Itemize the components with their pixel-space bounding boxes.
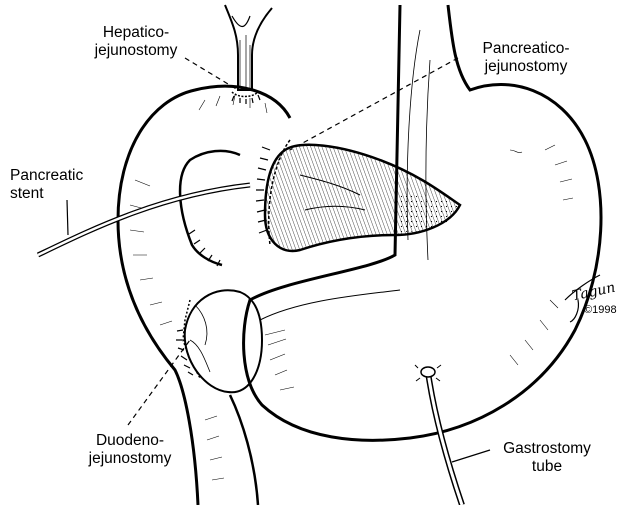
label-gastrostomy-tube: Gastrostomy tube <box>492 440 602 476</box>
copyright-notice: ©1998 <box>584 304 617 316</box>
label-duodenojejunostomy: Duodeno- jejunostomy <box>70 432 190 468</box>
stent-leader <box>67 200 68 235</box>
bile-duct <box>225 5 272 90</box>
pancreas <box>265 145 460 251</box>
label-hepaticojejunostomy: Hepatico- jejunostomy <box>77 24 195 60</box>
label-pancreatic-stent: Pancreatic stent <box>10 167 83 203</box>
hepaticojejunostomy-anastomosis <box>232 92 260 104</box>
gastrostomy-leader <box>452 450 490 462</box>
label-pancreaticojejunostomy: Pancreatico- jejunostomy <box>456 40 596 76</box>
pancreatico-leader <box>290 58 458 150</box>
